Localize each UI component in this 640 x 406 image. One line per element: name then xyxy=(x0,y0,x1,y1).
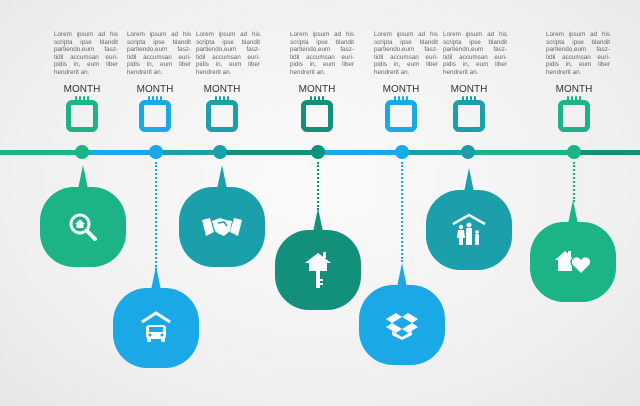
timeline-node[interactable] xyxy=(149,145,163,159)
home-search-icon xyxy=(69,213,97,241)
calendar-icon xyxy=(301,96,333,132)
month-label: MONTH xyxy=(298,84,336,95)
timeline-node[interactable] xyxy=(311,145,325,159)
calendar-icon xyxy=(453,96,485,132)
milestone-bubble[interactable] xyxy=(40,165,126,267)
milestone-bubble[interactable] xyxy=(426,168,512,270)
timeline-node[interactable] xyxy=(461,145,475,159)
calendar-icon xyxy=(206,96,238,132)
handshake-icon xyxy=(202,218,242,236)
item-description: Lorem ipsum ad his scripta ipse blandit … xyxy=(290,31,354,76)
milestone-bubble[interactable] xyxy=(530,200,616,302)
connector-dots xyxy=(155,162,159,270)
house-key-icon xyxy=(305,252,331,288)
connector-dots xyxy=(573,162,577,202)
milestone-bubble[interactable] xyxy=(359,263,445,365)
timeline-segment xyxy=(220,150,318,155)
timeline-node[interactable] xyxy=(75,145,89,159)
timeline-segment xyxy=(0,150,82,155)
item-description: Lorem ipsum ad his scripta ipse blandit … xyxy=(443,31,507,76)
item-description: Lorem ipsum ad his scripta ipse blandit … xyxy=(546,31,610,76)
timeline-node[interactable] xyxy=(213,145,227,159)
item-description: Lorem ipsum ad his scripta ipse blandit … xyxy=(196,31,260,76)
home-heart-icon xyxy=(555,251,592,276)
milestone-bubble[interactable] xyxy=(113,266,199,368)
milestone-bubble[interactable] xyxy=(275,208,361,310)
month-label: MONTH xyxy=(136,84,174,95)
month-label: MONTH xyxy=(555,84,593,95)
timeline-segment xyxy=(468,150,574,155)
item-description: Lorem ipsum ad his scripta ipse blandit … xyxy=(54,31,118,76)
timeline-node[interactable] xyxy=(567,145,581,159)
family-home-icon xyxy=(452,213,486,245)
connector-dots xyxy=(401,162,405,262)
timeline-segment xyxy=(82,150,156,155)
item-description: Lorem ipsum ad his scripta ipse blandit … xyxy=(127,31,191,76)
calendar-icon xyxy=(385,96,417,132)
month-label: MONTH xyxy=(203,84,241,95)
connector-dots xyxy=(317,162,321,210)
timeline-segment xyxy=(402,150,468,155)
milestone-bubble[interactable] xyxy=(179,165,265,267)
item-description: Lorem ipsum ad his scripta ipse blandit … xyxy=(374,31,438,76)
month-label: MONTH xyxy=(63,84,101,95)
open-box-icon xyxy=(386,313,418,340)
month-label: MONTH xyxy=(382,84,420,95)
calendar-icon xyxy=(66,96,98,132)
month-label: MONTH xyxy=(450,84,488,95)
timeline-segment xyxy=(156,150,220,155)
car-garage-icon xyxy=(141,311,171,342)
calendar-icon xyxy=(139,96,171,132)
calendar-icon xyxy=(558,96,590,132)
timeline-node[interactable] xyxy=(395,145,409,159)
timeline-segment xyxy=(318,150,402,155)
timeline-segment xyxy=(574,150,640,155)
